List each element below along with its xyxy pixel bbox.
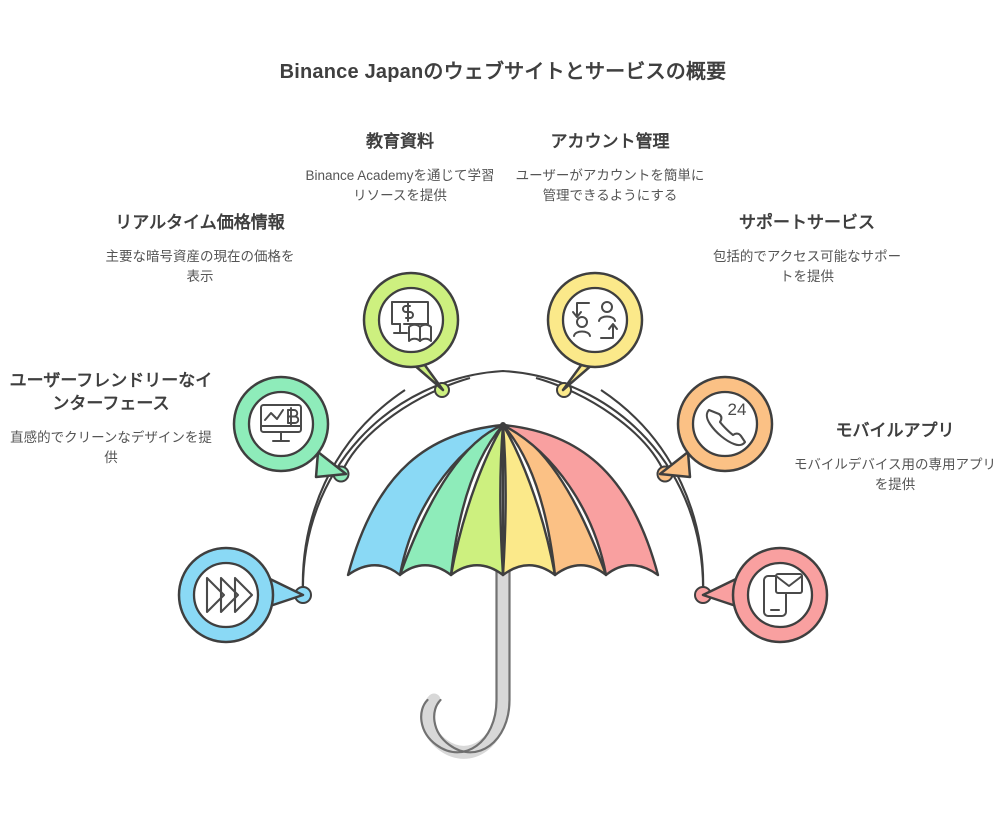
feature-desc-education: Binance Academyを通じて学習リソースを提供 (305, 167, 495, 204)
feature-realtime: リアルタイム価格情報 主要な暗号資産の現在の価格を表示 (105, 212, 295, 287)
umbrella-handle-edge-left (420, 558, 498, 754)
badge-inner-realtime (192, 561, 260, 629)
badge-inner-ui (247, 390, 315, 458)
bubble-tail-support (658, 450, 692, 479)
support-number-label: 24 (728, 400, 747, 419)
icon-badge-support[interactable]: 24 (658, 375, 774, 479)
feature-title-ui: ユーザーフレンドリーなインターフェース (9, 371, 213, 413)
feature-desc-ui: 直感的でクリーンなデザインを提供 (10, 429, 212, 466)
feature-title-mobile: モバイルアプリ (835, 421, 955, 440)
users-swap-arrows-icon (572, 301, 618, 339)
monitor-dollar-book-icon (391, 301, 432, 342)
icon-badge-education[interactable] (362, 271, 460, 392)
badge-inner-support (691, 390, 759, 458)
feature-desc-realtime: 主要な暗号資産の現在の価格を表示 (105, 248, 295, 285)
feature-title-account: アカウント管理 (550, 132, 670, 151)
umbrella-apex (500, 422, 506, 428)
umbrella-handle-edge-right (433, 558, 511, 754)
feature-ui: ユーザーフレンドリーなインターフェース 直感的でクリーンなデザインを提供 (8, 370, 214, 468)
icon-badge-ui[interactable] (232, 375, 348, 479)
umbrella-panel-mint (398, 423, 505, 577)
umbrella-panel-lime (449, 423, 505, 577)
feature-title-education: 教育資料 (366, 132, 434, 151)
feature-title-realtime: リアルタイム価格情報 (115, 213, 285, 232)
monitor-chart-bitcoin-icon (260, 404, 302, 442)
connector-arc-right-inner (535, 376, 666, 475)
badge-inner-account (561, 286, 629, 354)
feature-title-support: サポートサービス (739, 213, 875, 232)
umbrella (346, 422, 660, 759)
connector-arc-main (301, 369, 705, 596)
icon-badge-account[interactable] (546, 271, 644, 392)
feature-account: アカウント管理 ユーザーがアカウントを簡単に管理できるようにする (512, 131, 708, 206)
umbrella-panel-pink (501, 423, 660, 577)
feature-support: サポートサービス 包括的でアクセス可能なサポートを提供 (712, 212, 902, 287)
phone-24-icon (705, 408, 747, 447)
connector-arc-left-inner (340, 376, 471, 475)
feature-desc-mobile: モバイルデバイス用の専用アプリを提供 (793, 456, 997, 493)
umbrella-panel-yellow (501, 423, 557, 577)
umbrella-handle-fill (421, 553, 510, 759)
feature-education: 教育資料 Binance Academyを通じて学習リソースを提供 (305, 131, 495, 206)
page-title: Binance Japanのウェブサイトとサービスの概要 (279, 61, 727, 83)
feature-mobile: モバイルアプリ モバイルデバイス用の専用アプリを提供 (792, 420, 998, 495)
umbrella-canopy (346, 423, 660, 577)
feature-desc-account: ユーザーがアカウントを簡単に管理できるようにする (515, 167, 705, 204)
icon-badge-realtime[interactable] (177, 546, 305, 644)
umbrella-panel-orange (501, 423, 608, 577)
badge-inner-mobile (746, 561, 814, 629)
icon-badge-mobile[interactable] (701, 546, 829, 644)
phone-envelope-icon (763, 573, 803, 617)
badge-inner-education (377, 286, 445, 354)
feature-desc-support: 包括的でアクセス可能なサポートを提供 (712, 248, 902, 285)
fast-forward-chevrons-icon (205, 576, 254, 614)
bubble-tail-ui (314, 450, 348, 479)
umbrella-panel-blue (346, 423, 505, 577)
